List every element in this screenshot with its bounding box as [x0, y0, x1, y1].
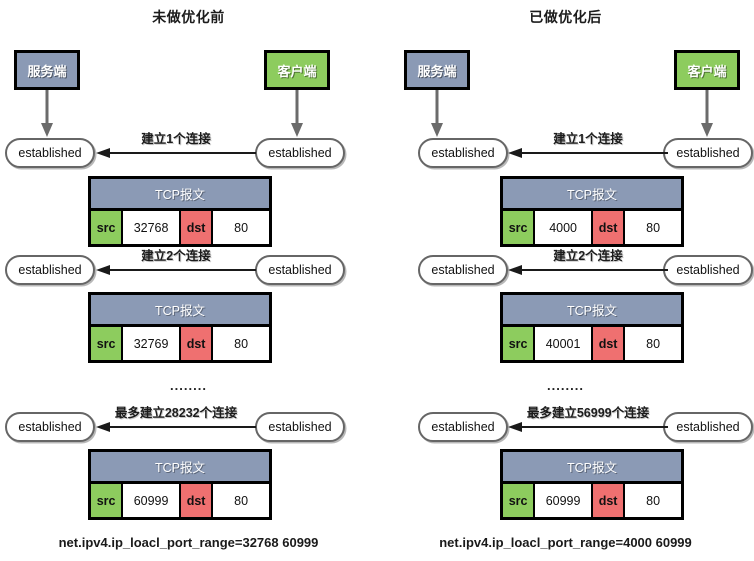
state-label: established: [18, 263, 82, 277]
tcp-header-label: TCP报文: [91, 295, 269, 324]
state-label: established: [676, 263, 740, 277]
server-label: 服务端: [417, 63, 457, 79]
tcp-packet-1: TCP报文 src 4000 dst 80: [500, 176, 684, 247]
client-down-arrow-icon: [701, 90, 713, 137]
tcp-header-label: TCP报文: [503, 295, 681, 324]
tcp-dst-key: dst: [181, 484, 214, 517]
state-label: established: [18, 420, 82, 434]
client-label: 客户端: [687, 63, 727, 79]
state-established-server-1: established: [5, 138, 95, 168]
tcp-src-port: 40001: [535, 327, 593, 360]
state-established-server-3: established: [5, 412, 95, 442]
server-box-before: 服务端: [14, 50, 80, 90]
tcp-dst-port: 80: [625, 484, 681, 517]
conn-label-1: 建立1个连接: [141, 132, 211, 146]
tcp-header-label: TCP报文: [503, 179, 681, 208]
state-label: established: [268, 420, 332, 434]
state-established-server-2: established: [418, 255, 508, 285]
state-label: established: [431, 263, 495, 277]
conn-label-3: 最多建立28232个连接: [114, 406, 238, 420]
state-established-server-1: established: [418, 138, 508, 168]
tcp-src-key: src: [503, 327, 536, 360]
state-established-client-1: established: [255, 138, 345, 168]
tcp-dst-key: dst: [181, 327, 214, 360]
tcp-header-label: TCP报文: [91, 179, 269, 208]
ellipsis-separator: ........: [547, 378, 584, 393]
state-label: established: [18, 146, 82, 160]
tcp-src-key: src: [91, 211, 124, 244]
state-label: established: [431, 420, 495, 434]
sysctl-footer-before: net.ipv4.ip_loacl_port_range=32768 60999: [58, 535, 319, 550]
server-box-after: 服务端: [404, 50, 470, 90]
tcp-dst-port: 80: [213, 211, 269, 244]
state-established-server-3: established: [418, 412, 508, 442]
state-label: established: [676, 146, 740, 160]
server-label: 服务端: [27, 63, 67, 79]
panel-after-optimization: 已做优化后 服务端 客户端 established established 建立…: [377, 0, 754, 561]
tcp-dst-port: 80: [625, 211, 681, 244]
tcp-header-label: TCP报文: [91, 452, 269, 481]
tcp-src-port: 32768: [123, 211, 181, 244]
tcp-dst-key: dst: [593, 484, 626, 517]
tcp-fields-row: src 4000 dst 80: [503, 208, 681, 244]
state-established-client-3: established: [255, 412, 345, 442]
conn-arrow-1-icon: [508, 148, 668, 158]
conn-label-3: 最多建立56999个连接: [526, 406, 650, 420]
tcp-dst-key: dst: [181, 211, 214, 244]
tcp-fields-row: src 40001 dst 80: [503, 324, 681, 360]
tcp-dst-port: 80: [625, 327, 681, 360]
tcp-dst-key: dst: [593, 327, 626, 360]
client-box-after: 客户端: [674, 50, 740, 90]
tcp-src-port: 4000: [535, 211, 593, 244]
conn-label-1: 建立1个连接: [553, 132, 623, 146]
conn-label-2: 建立2个连接: [141, 249, 211, 263]
tcp-packet-1: TCP报文 src 32768 dst 80: [88, 176, 272, 247]
server-down-arrow-icon: [431, 90, 443, 137]
state-established-client-1: established: [663, 138, 753, 168]
state-label: established: [268, 146, 332, 160]
tcp-dst-port: 80: [213, 484, 269, 517]
tcp-header-label: TCP报文: [503, 452, 681, 481]
tcp-src-port: 60999: [535, 484, 593, 517]
conn-arrow-3-icon: [96, 422, 256, 432]
client-label: 客户端: [277, 63, 317, 79]
panel-title-after: 已做优化后: [529, 9, 602, 25]
tcp-src-port: 60999: [123, 484, 181, 517]
tcp-fields-row: src 60999 dst 80: [91, 481, 269, 517]
tcp-packet-3: TCP报文 src 60999 dst 80: [88, 449, 272, 520]
client-down-arrow-icon: [291, 90, 303, 137]
conn-arrow-3-icon: [508, 422, 668, 432]
state-established-client-3: established: [663, 412, 753, 442]
tcp-dst-port: 80: [213, 327, 269, 360]
conn-arrow-2-icon: [508, 265, 668, 275]
tcp-fields-row: src 60999 dst 80: [503, 481, 681, 517]
tcp-fields-row: src 32768 dst 80: [91, 208, 269, 244]
server-down-arrow-icon: [41, 90, 53, 137]
state-label: established: [268, 263, 332, 277]
tcp-packet-2: TCP报文 src 40001 dst 80: [500, 292, 684, 363]
tcp-packet-3: TCP报文 src 60999 dst 80: [500, 449, 684, 520]
tcp-src-key: src: [503, 484, 536, 517]
conn-label-2: 建立2个连接: [553, 249, 623, 263]
conn-arrow-1-icon: [96, 148, 256, 158]
conn-arrow-2-icon: [96, 265, 256, 275]
state-established-client-2: established: [663, 255, 753, 285]
state-established-server-2: established: [5, 255, 95, 285]
ellipsis-separator: ........: [170, 378, 207, 393]
tcp-fields-row: src 32769 dst 80: [91, 324, 269, 360]
client-box-before: 客户端: [264, 50, 330, 90]
tcp-src-key: src: [91, 484, 124, 517]
panel-before-optimization: 未做优化前 服务端 客户端 established established 建立…: [5, 9, 345, 550]
state-established-client-2: established: [255, 255, 345, 285]
tcp-src-key: src: [91, 327, 124, 360]
tcp-packet-2: TCP报文 src 32769 dst 80: [88, 292, 272, 363]
tcp-src-port: 32769: [123, 327, 181, 360]
panel-title-before: 未做优化前: [152, 9, 225, 25]
sysctl-footer-after: net.ipv4.ip_loacl_port_range=4000 60999: [439, 535, 692, 550]
state-label: established: [676, 420, 740, 434]
tcp-src-key: src: [503, 211, 536, 244]
state-label: established: [431, 146, 495, 160]
tcp-dst-key: dst: [593, 211, 626, 244]
